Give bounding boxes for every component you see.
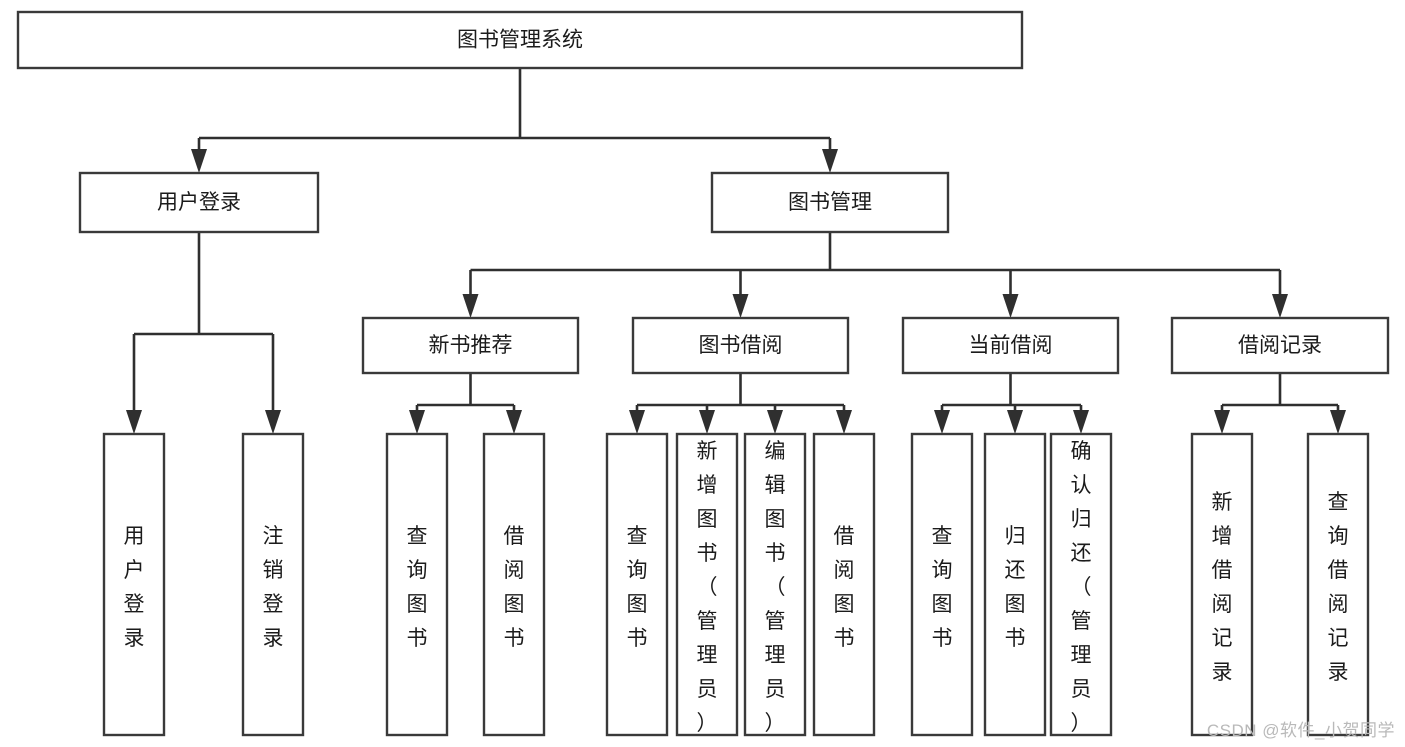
arrow-head-icon — [1007, 410, 1023, 434]
leaf-node-2[interactable]: 注销登录 — [241, 432, 305, 737]
leaf-node-label: 用户登录 — [124, 525, 145, 650]
arrow-head-icon — [699, 410, 715, 434]
leaf-node-box[interactable] — [675, 432, 739, 737]
connector-group — [191, 68, 838, 173]
level2-node-1[interactable]: 用户登录 — [78, 171, 320, 234]
arrow-head-icon — [265, 410, 281, 434]
leaf-node-label: 新增借阅记录 — [1212, 491, 1233, 684]
root-node-1[interactable]: 图书管理系统 — [16, 10, 1024, 70]
leaf-node-5[interactable]: 查询图书 — [605, 432, 669, 737]
arrow-head-icon — [1214, 410, 1230, 434]
arrow-head-icon — [822, 149, 838, 173]
leaf-node-4[interactable]: 借阅图书 — [482, 432, 546, 737]
leaf-node-box[interactable] — [910, 432, 974, 737]
leaf-node-box[interactable] — [1049, 432, 1113, 737]
leaf-node-label: 查询图书 — [407, 525, 428, 650]
arrow-head-icon — [1073, 410, 1089, 434]
leaf-node-label: 查询图书 — [627, 525, 648, 650]
leaf-node-box[interactable] — [385, 432, 449, 737]
connector-group — [409, 373, 522, 434]
csdn-watermark: CSDN @软件_小贺同学 — [1206, 721, 1395, 740]
connector-group — [629, 373, 852, 434]
level3-node-1[interactable]: 新书推荐 — [361, 316, 580, 375]
leaf-node-box[interactable] — [1190, 432, 1254, 737]
leaf-node-11[interactable]: 确认归还（管理员） — [1049, 432, 1113, 737]
arrow-head-icon — [836, 410, 852, 434]
level3-node-label: 借阅记录 — [1238, 334, 1322, 357]
leaf-node-label: 归还图书 — [1005, 525, 1026, 650]
connector-group — [1214, 373, 1346, 434]
arrow-head-icon — [767, 410, 783, 434]
leaf-node-13[interactable]: 查询借阅记录 — [1306, 432, 1370, 737]
leaf-node-box[interactable] — [241, 432, 305, 737]
leaf-node-box[interactable] — [482, 432, 546, 737]
leaf-node-box[interactable] — [102, 432, 166, 737]
leaf-node-box[interactable] — [983, 432, 1047, 737]
node-layer: 图书管理系统用户登录图书管理新书推荐图书借阅当前借阅借阅记录用户登录注销登录查询… — [16, 10, 1390, 737]
level3-node-box[interactable] — [901, 316, 1120, 375]
arrow-head-icon — [506, 410, 522, 434]
leaf-node-1[interactable]: 用户登录 — [102, 432, 166, 737]
arrow-head-icon — [1002, 294, 1019, 318]
level3-node-label: 图书借阅 — [699, 334, 783, 357]
arrow-head-icon — [934, 410, 950, 434]
leaf-node-box[interactable] — [743, 432, 807, 737]
connector-group — [934, 373, 1089, 434]
level3-node-4[interactable]: 借阅记录 — [1170, 316, 1390, 375]
leaf-node-box[interactable] — [605, 432, 669, 737]
arrow-head-icon — [1330, 410, 1346, 434]
level2-node-label: 用户登录 — [157, 191, 241, 214]
arrow-head-icon — [1272, 294, 1288, 318]
leaf-node-box[interactable] — [812, 432, 876, 737]
leaf-node-label: 查询图书 — [932, 525, 953, 650]
level2-node-2[interactable]: 图书管理 — [710, 171, 950, 234]
root-node-label: 图书管理系统 — [457, 29, 583, 52]
level3-node-box[interactable] — [631, 316, 850, 375]
leaf-node-label: 借阅图书 — [504, 525, 525, 650]
arrow-head-icon — [191, 149, 207, 173]
level3-node-label: 当前借阅 — [969, 334, 1053, 357]
leaf-node-label: 确认归还（管理员） — [1071, 440, 1092, 735]
root-node-box[interactable] — [16, 10, 1024, 70]
leaf-node-9[interactable]: 查询图书 — [910, 432, 974, 737]
arrow-head-icon — [126, 410, 142, 434]
connector-group — [126, 232, 281, 434]
level3-node-box[interactable] — [361, 316, 580, 375]
connector-layer — [126, 68, 1346, 434]
leaf-node-label: 新增图书（管理员） — [697, 440, 718, 735]
leaf-node-7[interactable]: 编辑图书（管理员） — [743, 432, 807, 737]
arrow-head-icon — [732, 294, 749, 318]
level2-node-box[interactable] — [710, 171, 950, 234]
level2-node-box[interactable] — [78, 171, 320, 234]
leaf-node-label: 借阅图书 — [834, 525, 855, 650]
leaf-node-10[interactable]: 归还图书 — [983, 432, 1047, 737]
leaf-node-3[interactable]: 查询图书 — [385, 432, 449, 737]
leaf-node-label: 编辑图书（管理员） — [765, 440, 786, 735]
leaf-node-8[interactable]: 借阅图书 — [812, 432, 876, 737]
leaf-node-box[interactable] — [1306, 432, 1370, 737]
level2-node-label: 图书管理 — [788, 191, 872, 214]
leaf-node-label: 查询借阅记录 — [1328, 491, 1349, 684]
level3-node-2[interactable]: 图书借阅 — [631, 316, 850, 375]
arrow-head-icon — [409, 410, 425, 434]
connector-group — [462, 232, 1288, 318]
level3-node-label: 新书推荐 — [429, 334, 513, 357]
leaf-node-12[interactable]: 新增借阅记录 — [1190, 432, 1254, 737]
level3-node-3[interactable]: 当前借阅 — [901, 316, 1120, 375]
arrow-head-icon — [629, 410, 645, 434]
level3-node-box[interactable] — [1170, 316, 1390, 375]
leaf-node-6[interactable]: 新增图书（管理员） — [675, 432, 739, 737]
arrow-head-icon — [462, 294, 479, 318]
leaf-node-label: 注销登录 — [263, 525, 284, 650]
